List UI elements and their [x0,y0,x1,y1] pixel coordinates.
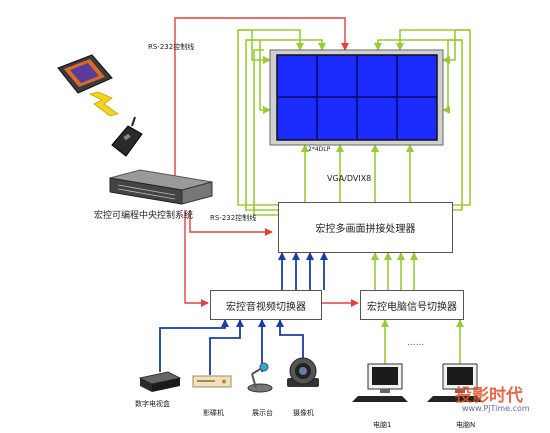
digital-tv-box-icon [138,371,182,392]
wireless-signal-icon [88,91,119,117]
visualizer-label: 展示台 [252,409,273,417]
vga-lines-processor-to-wall [237,29,471,216]
watermark-url: www.PjTime.com [462,404,530,413]
pc-switcher-box: 宏控电脑信号切换器 [360,290,464,320]
wireless-transceiver-icon [111,116,143,157]
pc1-label: 电脑1 [373,421,392,429]
vga-lines-up [301,144,414,202]
video-lines-sources [159,319,304,375]
video-lines-switcher-to-processor [278,252,328,290]
watermark-brand: 投影时代 [455,386,523,406]
pc-switcher-label: 宏控电脑信号切换器 [367,301,457,313]
wall-label: 2*4DLP [308,146,331,153]
control-lines [174,17,359,307]
computer-1-icon [352,363,408,402]
camera-label: 摄像机 [293,409,314,417]
central-control-unit-icon [109,169,213,205]
vga-lines-switcher-to-processor [371,252,418,290]
pcn-label: 电脑N [456,421,476,429]
av-switcher-label: 宏控音视频切换器 [226,301,306,313]
computer-n-icon [427,363,483,402]
processor-label: 宏控多画面拼接处理器 [315,224,416,235]
rs232-mid-label: RS-232控制线 [210,214,257,222]
vga-label: VGA/DVIX8 [327,174,372,183]
recorder-label: 影碟机 [203,409,224,417]
central-control-label: 宏控可编程中央控制系统 [94,211,194,221]
av-switcher-box: 宏控音视频切换器 [210,290,322,320]
rs232-top-label: RS-232控制线 [148,43,195,51]
dvd-player-icon [192,375,232,388]
processor-box: 宏控多画面拼接处理器 [278,202,453,253]
document-camera-icon [247,362,273,393]
video-camera-icon [287,357,319,387]
digital-tv-label: 数字电视盒 [135,400,170,408]
video-wall [269,49,444,146]
touch-panel-icon [57,54,113,94]
ellipsis-label: ...... [407,338,425,348]
